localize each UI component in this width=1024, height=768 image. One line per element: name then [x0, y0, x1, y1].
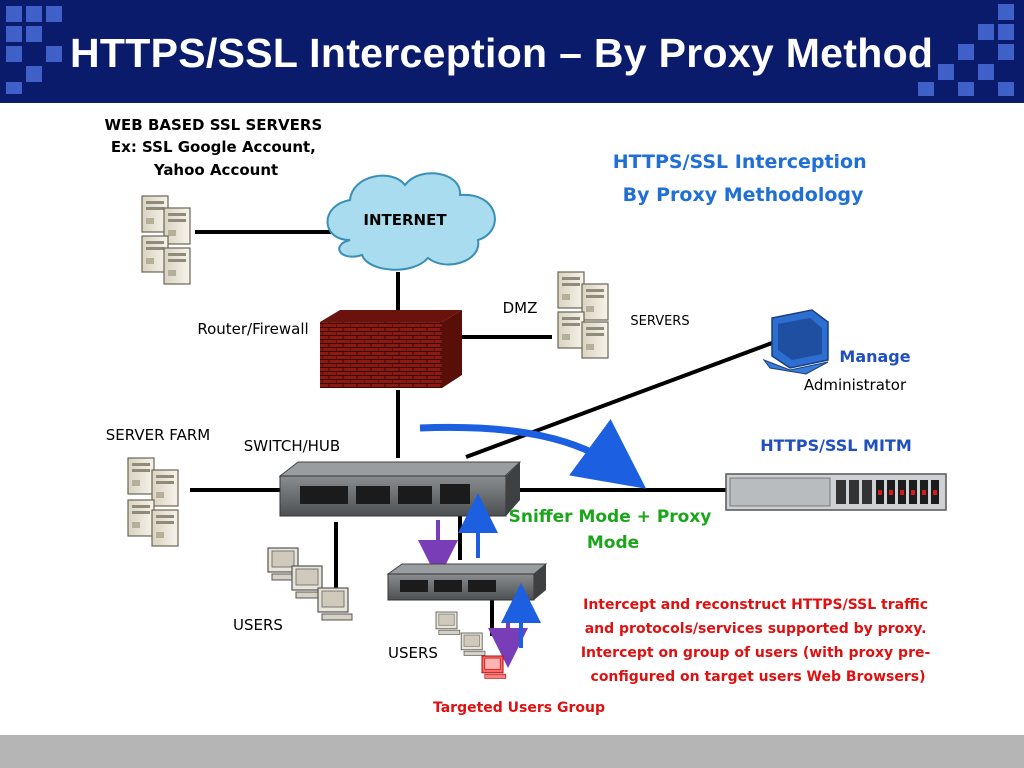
intercept-note: Intercept and reconstruct HTTPS/SSL traf…	[581, 597, 935, 685]
decor-square	[918, 82, 934, 96]
server-farm-label: SERVER FARM	[106, 426, 210, 444]
wire-switch-admin	[465, 341, 773, 459]
internet-cloud-icon	[326, 172, 496, 271]
mitm-rack-server-icon	[725, 473, 947, 511]
footer-bar	[0, 735, 1024, 768]
decor-square	[958, 44, 974, 60]
decor-square	[26, 6, 42, 22]
mitm-label: HTTPS/SSL MITM	[760, 436, 911, 455]
decor-square	[978, 64, 994, 80]
decor-square	[6, 82, 22, 94]
network-diagram: WEB BASED SSL SERVERS Ex: SSL Google Acc…	[105, 116, 947, 716]
users-label-lower: USERS	[388, 644, 438, 662]
internet-label: INTERNET	[363, 211, 447, 229]
main-switch-icon	[278, 461, 522, 517]
decor-square	[6, 6, 22, 22]
web-ssl-servers	[141, 195, 191, 285]
decor-square	[26, 26, 42, 42]
users-computers-lower	[435, 611, 486, 656]
diagram-heading: HTTPS/SSL Interception By Proxy Methodol…	[613, 151, 874, 206]
targeted-user-computer-icon	[481, 655, 507, 679]
dmz-servers	[557, 271, 609, 359]
sniffer-mode-label: Sniffer Mode + Proxy Mode	[509, 507, 718, 553]
decor-square	[26, 66, 42, 82]
decor-square	[46, 46, 62, 62]
decor-square	[998, 24, 1014, 40]
title-bar: HTTPS/SSL Interception – By Proxy Method	[0, 0, 1024, 103]
decor-square	[6, 46, 22, 62]
decor-square	[978, 24, 994, 40]
decor-square	[998, 4, 1014, 20]
decor-square	[938, 64, 954, 80]
dmz-label: DMZ	[503, 299, 538, 317]
manage-label: Manage	[839, 347, 910, 366]
web-servers-label: WEB BASED SSL SERVERS Ex: SSL Google Acc…	[105, 116, 328, 179]
servers-label: SERVERS	[630, 314, 689, 329]
users-label-left: USERS	[233, 616, 283, 634]
decor-square	[6, 26, 22, 42]
targeted-users-label: Targeted Users Group	[433, 700, 605, 716]
slide-title: HTTPS/SSL Interception – By Proxy Method	[70, 30, 934, 76]
decor-square	[958, 82, 974, 96]
decor-square	[998, 82, 1014, 96]
switch-hub-label: SWITCH/HUB	[244, 437, 340, 455]
users-computers-left	[267, 547, 353, 621]
admin-monitor-icon	[762, 309, 829, 375]
firewall-icon	[320, 310, 462, 388]
router-firewall-label: Router/Firewall	[197, 320, 308, 338]
decor-square	[46, 6, 62, 22]
server-farm	[127, 457, 179, 547]
sub-switch-icon	[386, 563, 548, 601]
administrator-label: Administrator	[804, 376, 907, 394]
decor-square	[998, 44, 1014, 60]
proxy-flow-arrow	[419, 419, 647, 489]
